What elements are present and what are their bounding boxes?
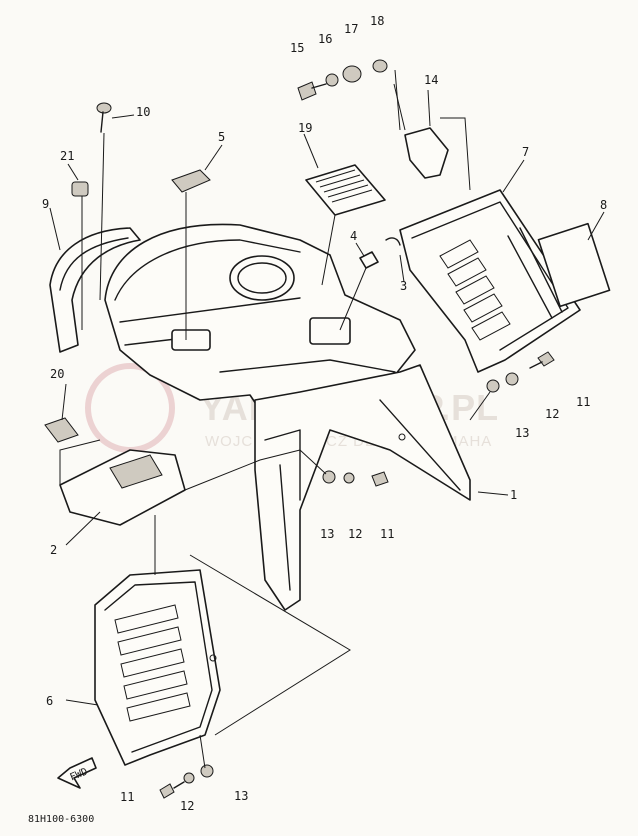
callout-12-right: 12 <box>545 407 559 421</box>
callout-2: 2 <box>50 543 57 557</box>
callout-3: 3 <box>400 279 407 293</box>
callout-12-middle: 12 <box>348 527 362 541</box>
part-11-bolt-b <box>371 471 389 487</box>
callout-10: 10 <box>136 105 150 119</box>
part-17-grommet <box>342 65 362 83</box>
part-19-label <box>305 164 386 216</box>
hardware-bottom <box>159 764 214 799</box>
diagram-code: 81H100-6300 <box>28 814 94 825</box>
callout-11-bottom: 11 <box>120 790 134 804</box>
part-13-nut-a <box>486 379 500 393</box>
part-3-clip <box>385 237 401 246</box>
callout-13-middle: 13 <box>320 527 334 541</box>
callout-16: 16 <box>318 32 332 46</box>
callout-14: 14 <box>424 73 438 87</box>
part-20-clip <box>44 417 79 443</box>
callout-leaders <box>49 89 605 706</box>
callout-13-right: 13 <box>515 426 529 440</box>
callouts: 1 2 3 4 5 6 7 8 9 10 11 11 11 12 12 12 1… <box>42 14 607 813</box>
part-15-bolt <box>297 81 317 101</box>
callout-19: 19 <box>298 121 312 135</box>
callout-12-bottom: 12 <box>180 799 194 813</box>
part-2-bracket <box>59 449 186 526</box>
hardware-top <box>297 59 388 101</box>
part-1-front-cowl <box>104 223 471 611</box>
callout-6: 6 <box>46 694 53 708</box>
part-6-left-panel <box>94 569 221 766</box>
part-10-screw <box>96 102 112 133</box>
callout-5: 5 <box>218 130 225 144</box>
part-18-collar <box>372 59 388 73</box>
hardware-right <box>486 351 555 393</box>
callout-15: 15 <box>290 41 304 55</box>
leader-lines <box>59 69 491 769</box>
part-12-washer-c <box>183 772 195 784</box>
part-4-clip <box>359 251 379 269</box>
part-8-reflector <box>537 222 611 308</box>
callout-4: 4 <box>350 229 357 243</box>
callout-7: 7 <box>522 145 529 159</box>
part-5-cover <box>171 169 211 193</box>
callout-11-right: 11 <box>576 395 590 409</box>
hardware-middle <box>322 470 389 487</box>
callout-18: 18 <box>370 14 384 28</box>
callout-8: 8 <box>600 198 607 212</box>
callout-17: 17 <box>344 22 358 36</box>
part-21-grommet <box>71 181 89 197</box>
part-13-nut-c <box>200 764 214 778</box>
part-16-nut <box>325 73 339 87</box>
callout-9: 9 <box>42 197 49 211</box>
callout-21: 21 <box>60 149 74 163</box>
part-12-washer-b <box>343 472 355 484</box>
callout-1: 1 <box>510 488 517 502</box>
part-14-bracket <box>404 127 449 179</box>
callout-20: 20 <box>50 367 64 381</box>
fwd-arrow: FWD <box>57 757 97 789</box>
part-7-right-panel <box>399 189 581 373</box>
part-11-bolt-c <box>159 783 175 799</box>
part-11-bolt-a <box>537 351 555 367</box>
callout-11-middle: 11 <box>380 527 394 541</box>
part-12-washer-a <box>505 372 519 386</box>
callout-13-bottom: 13 <box>234 789 248 803</box>
